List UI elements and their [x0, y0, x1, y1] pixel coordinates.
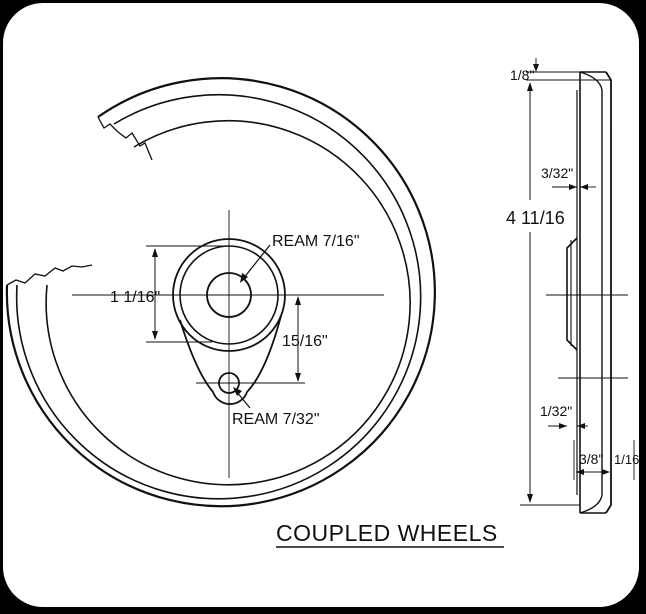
wheel-rim	[5, 77, 436, 508]
overall-diameter-label: 4 11/16	[506, 208, 565, 228]
engineering-drawing: REAM 7/16" REAM 7/32" 1 1/16" 15/16"	[5, 58, 639, 548]
boss-offset-label: 3/32"	[541, 165, 573, 181]
side-dimensions	[520, 58, 635, 506]
ream-7-32-label: REAM 7/32"	[232, 411, 320, 428]
flange-top-label: 1/8"	[510, 67, 534, 83]
flange-width-label: 1/16"	[614, 452, 639, 467]
side-view-profile	[566, 71, 612, 514]
drawing-title: COUPLED WHEELS	[276, 520, 498, 546]
width-label: 3/8"	[579, 451, 603, 467]
crank-radius-label: 15/16"	[282, 333, 328, 350]
face-dimensions	[146, 244, 305, 409]
lower-offset-label: 1/32"	[540, 403, 572, 419]
hub-diameter-label: 1 1/16"	[110, 289, 160, 306]
drawing-frame: REAM 7/16" REAM 7/32" 1 1/16" 15/16"	[3, 3, 639, 607]
ream-7-16-label: REAM 7/16"	[272, 233, 360, 250]
